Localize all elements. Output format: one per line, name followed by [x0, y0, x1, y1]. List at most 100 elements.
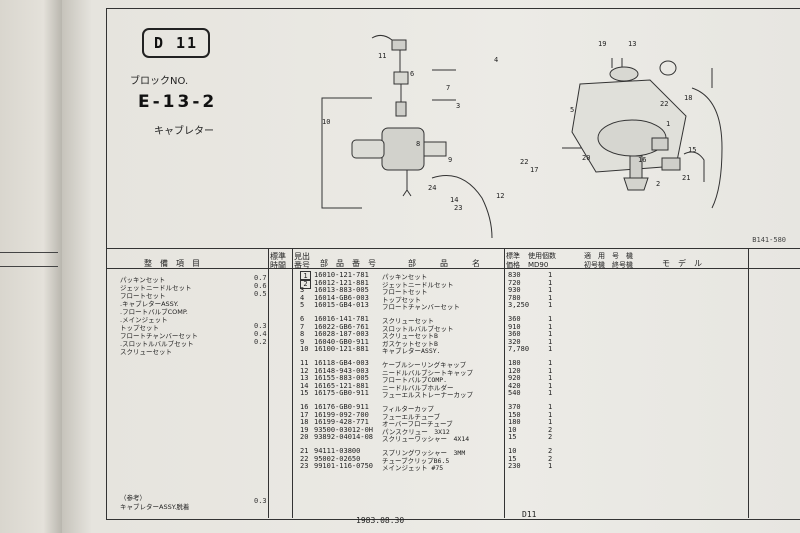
callout-10: 10 — [322, 118, 330, 126]
parts-row-name: メインジェット #75 — [382, 464, 444, 473]
parts-row-price: 3,250 — [508, 301, 530, 310]
parts-row-name: スクリューセットB — [382, 332, 438, 341]
parts-row-qty: 1 — [548, 462, 553, 471]
service-time: 0.2 — [254, 338, 267, 346]
parts-row-qty: 1 — [548, 293, 553, 302]
parts-row-name: キャブレターASSY. — [382, 347, 441, 356]
parts-row-name: パッキンセット — [382, 273, 428, 281]
header-part-name: 部 品 名 — [408, 259, 480, 268]
service-time: 0.4 — [254, 330, 267, 338]
parts-row-name: ジェットニードルセット — [382, 280, 454, 289]
parts-row-part-no: 16022-GB6-761 — [314, 322, 369, 331]
parts-row-qty: 2 — [548, 447, 553, 455]
service-item: .キャブレターASSY. — [120, 300, 179, 308]
parts-row-name: フロートセット — [382, 288, 428, 297]
parts-row-qty: 2 — [548, 433, 553, 442]
parts-row-qty: 2 — [548, 454, 553, 463]
parts-row-part-no: 95002-02650 — [314, 454, 361, 463]
parts-row-part-no: 16175-GB0-911 — [314, 389, 369, 398]
footer-page-no: D11 — [522, 510, 537, 519]
callout-1: 1 — [666, 120, 670, 128]
callout-6: 6 — [410, 70, 414, 78]
parts-row-part-no: 16015-GB4-013 — [314, 301, 369, 310]
parts-row-part-no: 16199-428-771 — [314, 418, 369, 427]
print-date: 1983.08.30 — [356, 516, 405, 525]
parts-row-no: 4 — [300, 293, 305, 302]
parts-row-price: 10 — [508, 425, 517, 434]
callout-17: 17 — [530, 166, 538, 174]
parts-row-no: 19 — [300, 425, 309, 434]
parts-row-price: 15 — [508, 454, 517, 463]
parts-row-name: ガスケットセットB — [382, 339, 438, 348]
parts-row-part-no: 16165-121-881 — [314, 381, 369, 390]
service-item: フロートセット — [120, 292, 166, 300]
parts-row-price: 15 — [508, 433, 517, 442]
service-item: .メインジェット — [120, 316, 168, 324]
parts-row-no: 1 — [300, 271, 311, 281]
carburetor-exploded-diagram: 11 4 7 3 10 8 9 24 14 23 12 22 17 19 13 … — [321, 34, 723, 238]
parts-row-no: 12 — [300, 366, 309, 375]
parts-row-part-no: 16013-883-005 — [314, 286, 369, 295]
page-badge: D 11 — [142, 28, 210, 58]
parts-row-price: 910 — [508, 322, 521, 331]
service-item: スクリューセット — [120, 348, 172, 356]
header-ref-no: 見出 番号 — [294, 252, 310, 270]
callout-5: 5 — [570, 106, 574, 114]
left-page-edge — [0, 0, 62, 533]
parts-row-qty: 1 — [548, 345, 553, 354]
parts-row-price: 7,780 — [508, 345, 530, 354]
ref-note-label: （参考） — [120, 494, 146, 502]
parts-row-price: 230 — [508, 462, 521, 471]
parts-row-qty: 2 — [548, 425, 553, 434]
parts-row-qty: 1 — [548, 315, 553, 323]
parts-row-qty: 1 — [548, 366, 553, 375]
parts-row-qty: 1 — [548, 322, 553, 331]
parts-row-name: スクリューワッシャー 4X14 — [382, 435, 470, 444]
parts-row-no: 2 — [300, 278, 311, 289]
parts-row-price: 10 — [508, 447, 517, 455]
callout-8: 8 — [416, 140, 420, 148]
reference-code: B141-580 — [752, 236, 786, 244]
header-qty: 使用個数 MD90 — [528, 252, 556, 269]
service-item: ジェットニードルセット — [120, 284, 192, 292]
parts-row-price: 360 — [508, 330, 521, 339]
callout-7: 7 — [446, 84, 450, 92]
parts-row-price: 930 — [508, 286, 521, 295]
parts-row-name: フューエルストレーナーカップ — [382, 391, 473, 400]
parts-row-no: 15 — [300, 389, 309, 398]
parts-row-no: 7 — [300, 322, 305, 331]
block-title: キャブレター — [154, 126, 214, 137]
service-time: 0.7 — [254, 274, 267, 282]
parts-row-no: 23 — [300, 462, 309, 471]
parts-row-part-no: 16155-883-005 — [314, 374, 369, 383]
parts-row-no: 17 — [300, 410, 309, 419]
parts-row-price: 360 — [508, 315, 521, 323]
parts-row-name: フィルターカップ — [382, 405, 434, 413]
service-item: .フロートバルブCOMP. — [120, 308, 188, 316]
parts-row-qty: 1 — [548, 374, 553, 383]
callout-3: 3 — [456, 102, 460, 110]
service-time: 0.5 — [254, 290, 267, 298]
page-frame — [106, 8, 800, 520]
parts-row-qty: 1 — [548, 301, 553, 310]
parts-row-qty: 1 — [548, 381, 553, 390]
parts-row-part-no: 16199-092-700 — [314, 410, 369, 419]
parts-row-part-no: 16118-GB4-003 — [314, 359, 369, 367]
parts-row-part-no: 16040-GB0-911 — [314, 337, 369, 346]
parts-row-part-no: 16010-121-781 — [314, 271, 369, 279]
parts-row-no: 6 — [300, 315, 305, 323]
parts-row-name: パンスクリュー 3X12 — [382, 427, 450, 436]
parts-row-part-no: 16100-121-881 — [314, 345, 369, 354]
callout-12: 12 — [496, 192, 504, 200]
header-price: 標準 価格 — [506, 252, 520, 269]
service-time: 0.6 — [254, 282, 267, 290]
parts-row-price: 720 — [508, 278, 521, 287]
callout-16: 16 — [638, 156, 646, 164]
block-no-label: ブロックNO. — [130, 76, 189, 87]
parts-row-price: 180 — [508, 359, 521, 367]
header-part-no: 部 品 番 号 — [320, 259, 376, 268]
parts-row-price: 320 — [508, 337, 521, 346]
ref-note-item: キャブレターASSY.脱着 — [120, 503, 190, 511]
callout-4: 4 — [494, 56, 498, 64]
parts-row-qty: 1 — [548, 286, 553, 295]
